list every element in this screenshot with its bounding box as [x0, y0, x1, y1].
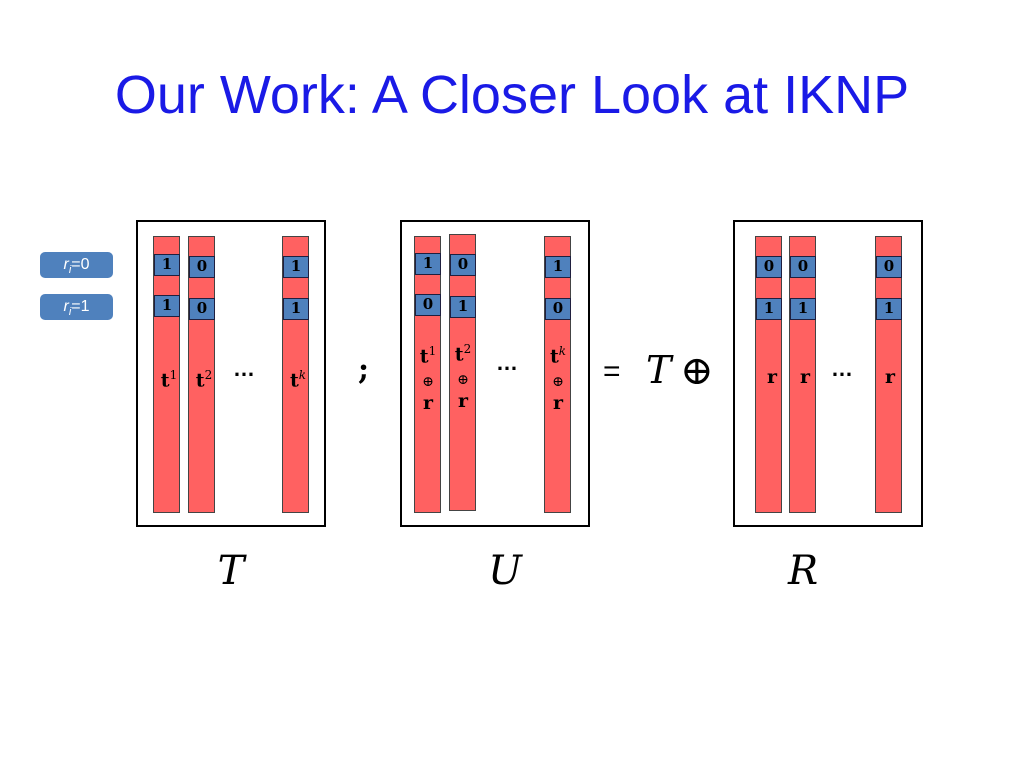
matrix-t-column-2 — [188, 236, 215, 513]
bit-cell: 0 — [545, 298, 571, 320]
xor-icon: ⊕ — [680, 348, 714, 394]
bit-cell: 1 — [790, 298, 816, 320]
column-label: tk — [549, 344, 567, 368]
bit-cell: 1 — [876, 298, 902, 320]
legend-ri-1: ri=1 — [40, 294, 113, 320]
matrix-r-caption: R — [787, 548, 819, 594]
semicolon: ; — [358, 352, 370, 387]
equals-sign: = — [603, 355, 621, 388]
matrix-r-column-k — [875, 236, 902, 513]
bit-cell: 1 — [756, 298, 782, 320]
bit-cell: 1 — [415, 253, 441, 275]
bit-cell: 0 — [415, 294, 441, 316]
matrix-u-column-1 — [414, 236, 441, 513]
xor-icon: ⊕ — [552, 374, 564, 390]
bit-cell: 0 — [876, 256, 902, 278]
bit-cell: 0 — [756, 256, 782, 278]
bit-cell: 1 — [450, 296, 476, 318]
t-symbol: T — [646, 348, 672, 392]
matrix-r: 0 0 0 1 1 1 r r r … — [733, 220, 923, 527]
column-label-r: r — [884, 366, 895, 388]
column-label-r: r — [766, 366, 777, 388]
column-label-r: r — [552, 392, 563, 414]
bit-cell: 0 — [790, 256, 816, 278]
matrix-r-column-1 — [755, 236, 782, 513]
matrix-u-caption: U — [488, 548, 522, 594]
column-label: t1 — [160, 368, 178, 392]
matrix-u-column-k — [544, 236, 571, 513]
xor-icon: ⊕ — [457, 372, 469, 388]
slide-title: Our Work: A Closer Look at IKNP — [114, 65, 910, 125]
ellipsis: … — [233, 356, 255, 381]
column-label: t2 — [454, 342, 472, 366]
column-label-r: r — [422, 392, 433, 414]
matrix-t: 1 0 1 1 0 1 t1 t2 tk … — [136, 220, 326, 527]
bit-cell: 0 — [189, 256, 215, 278]
bit-cell: 1 — [545, 256, 571, 278]
matrix-t-column-1 — [153, 236, 180, 513]
matrix-u-column-2 — [449, 234, 476, 511]
bit-cell: 1 — [154, 295, 180, 317]
column-label: t1 — [419, 344, 437, 368]
column-label-r: r — [799, 366, 810, 388]
ellipsis: … — [831, 356, 853, 381]
matrix-t-column-k — [282, 236, 309, 513]
bit-cell: 0 — [450, 254, 476, 276]
xor-icon: ⊕ — [422, 374, 434, 390]
bit-cell: 1 — [283, 298, 309, 320]
ellipsis: … — [496, 350, 518, 375]
bit-cell: 1 — [154, 254, 180, 276]
column-label-r: r — [457, 390, 468, 412]
matrix-t-caption: T — [217, 548, 245, 594]
column-label: t2 — [195, 368, 213, 392]
bit-cell: 0 — [189, 298, 215, 320]
column-label: tk — [289, 368, 307, 392]
legend-ri-0: ri=0 — [40, 252, 113, 278]
matrix-r-column-2 — [789, 236, 816, 513]
bit-cell: 1 — [283, 256, 309, 278]
matrix-u: 1 0 1 0 1 0 t1 ⊕ r t2 ⊕ r tk ⊕ r … — [400, 220, 590, 527]
